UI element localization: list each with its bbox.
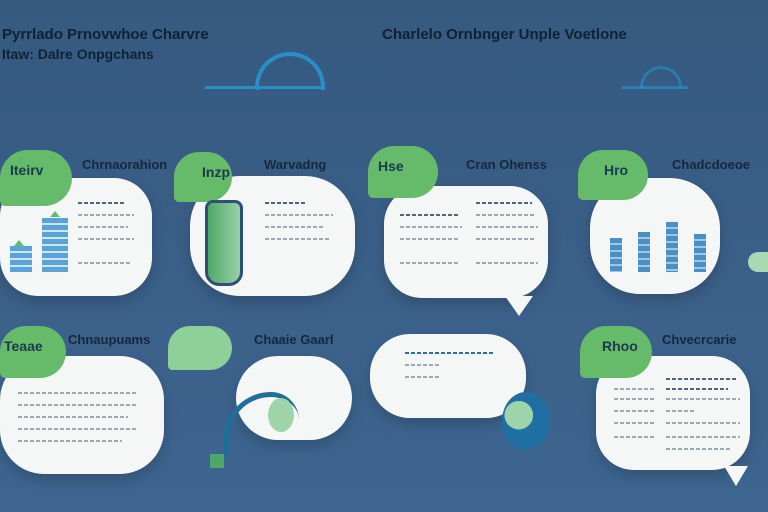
card-8-text-line <box>614 388 654 390</box>
card-7-bubble[interactable] <box>370 334 526 418</box>
card-1-label: Chrnaorahion <box>82 157 168 172</box>
card-1-tab: Iteirv <box>0 150 72 206</box>
card-6-tab <box>168 326 232 370</box>
card-7-globe-icon <box>502 392 550 450</box>
card-4-tab-label: Hro <box>604 162 629 178</box>
header-underline <box>205 86 323 89</box>
card-1-arrow-icon <box>50 211 60 217</box>
card-8-text-line <box>614 410 654 412</box>
card-5-text-line <box>18 428 138 430</box>
card-3-tab: Hse <box>368 146 438 198</box>
card-8-tab: Rhoo <box>580 326 652 378</box>
card-8-tab-label: Rhoo <box>602 338 638 354</box>
card-3-text-line <box>400 238 458 240</box>
card-2-shield-icon <box>205 200 243 286</box>
card-3-tail <box>505 296 533 316</box>
card-1-text-line <box>78 238 134 240</box>
card-8-text-line <box>666 422 740 424</box>
card-3-label: Cran Ohenss <box>466 157 547 172</box>
header-title-line1: Pyrrlado Prnovwhoe Charvre <box>2 26 209 43</box>
card-1-bar <box>42 218 68 272</box>
card-7-text-line <box>405 364 439 366</box>
card-2-label: Warvadng <box>264 157 327 172</box>
header-title-line2: Itaw: Dalre Onpgchans <box>2 46 154 62</box>
card-4-bar <box>694 234 706 272</box>
card-6-head-icon <box>224 392 299 457</box>
card-6-plug-icon <box>210 454 224 468</box>
card-4-bar <box>610 238 622 272</box>
card-7-text-line <box>405 376 439 378</box>
card-8-text-line <box>666 388 728 390</box>
card-5-text-line <box>18 404 138 406</box>
card-2-text-line <box>265 202 305 204</box>
card-2-text-line <box>265 226 325 228</box>
card-8-text-line <box>614 398 654 400</box>
card-2-text-line <box>265 238 331 240</box>
card-8-text-line <box>614 422 654 424</box>
card-1-text-line <box>78 262 130 264</box>
card-2-text-line <box>265 214 333 216</box>
card-1-bar <box>10 246 32 272</box>
header-underline-right <box>622 86 688 89</box>
card-8-tail <box>724 466 748 486</box>
card-8-label: Chvecrcarie <box>662 332 737 347</box>
card-4-tab: Hro <box>578 150 648 200</box>
header-center-title: Charlelo Ornbnger Unple Voetlone <box>382 26 627 43</box>
card-2-tab: Inzp <box>174 152 232 202</box>
card-4-label: Chadcdoeoe <box>672 157 751 172</box>
card-8-text-line <box>666 398 740 400</box>
card-3-text-line <box>400 214 458 216</box>
card-2-tab-label: Inzp <box>202 164 230 180</box>
card-4-bar <box>638 232 650 272</box>
card-7-text-line <box>405 352 495 354</box>
card-3-text-line <box>400 262 460 264</box>
card-5-tab-label: Teaae <box>4 338 43 354</box>
card-4-side-leaf <box>748 252 768 272</box>
card-3-text-line <box>476 202 532 204</box>
card-3-text-line <box>476 238 536 240</box>
card-8-text-line <box>666 436 740 438</box>
card-1-text-line <box>78 226 128 228</box>
card-3-bubble[interactable] <box>384 186 548 298</box>
card-5-text-line <box>18 440 122 442</box>
card-8-text-line <box>666 410 694 412</box>
card-5-text-line <box>18 392 138 394</box>
card-6-label: Chaaie Gaarl <box>254 332 334 347</box>
card-3-text-line <box>400 226 462 228</box>
card-8-text-line <box>666 378 736 380</box>
card-1-arrow-icon <box>14 240 24 246</box>
card-1-text-line <box>78 202 126 204</box>
card-8-text-line <box>614 436 654 438</box>
card-3-text-line <box>476 262 538 264</box>
card-8-text-line <box>666 448 732 450</box>
card-5-tab: Teaae <box>0 326 66 378</box>
card-5-label: Chnaupuams <box>68 332 151 347</box>
card-1-tab-label: Iteirv <box>10 162 44 178</box>
card-5-text-line <box>18 416 128 418</box>
card-3-tab-label: Hse <box>378 158 404 174</box>
card-1-text-line <box>78 214 134 216</box>
card-3-text-line <box>476 226 538 228</box>
card-4-bar <box>666 222 678 272</box>
card-6-leaf-icon <box>268 398 294 432</box>
card-3-text-line <box>476 214 536 216</box>
